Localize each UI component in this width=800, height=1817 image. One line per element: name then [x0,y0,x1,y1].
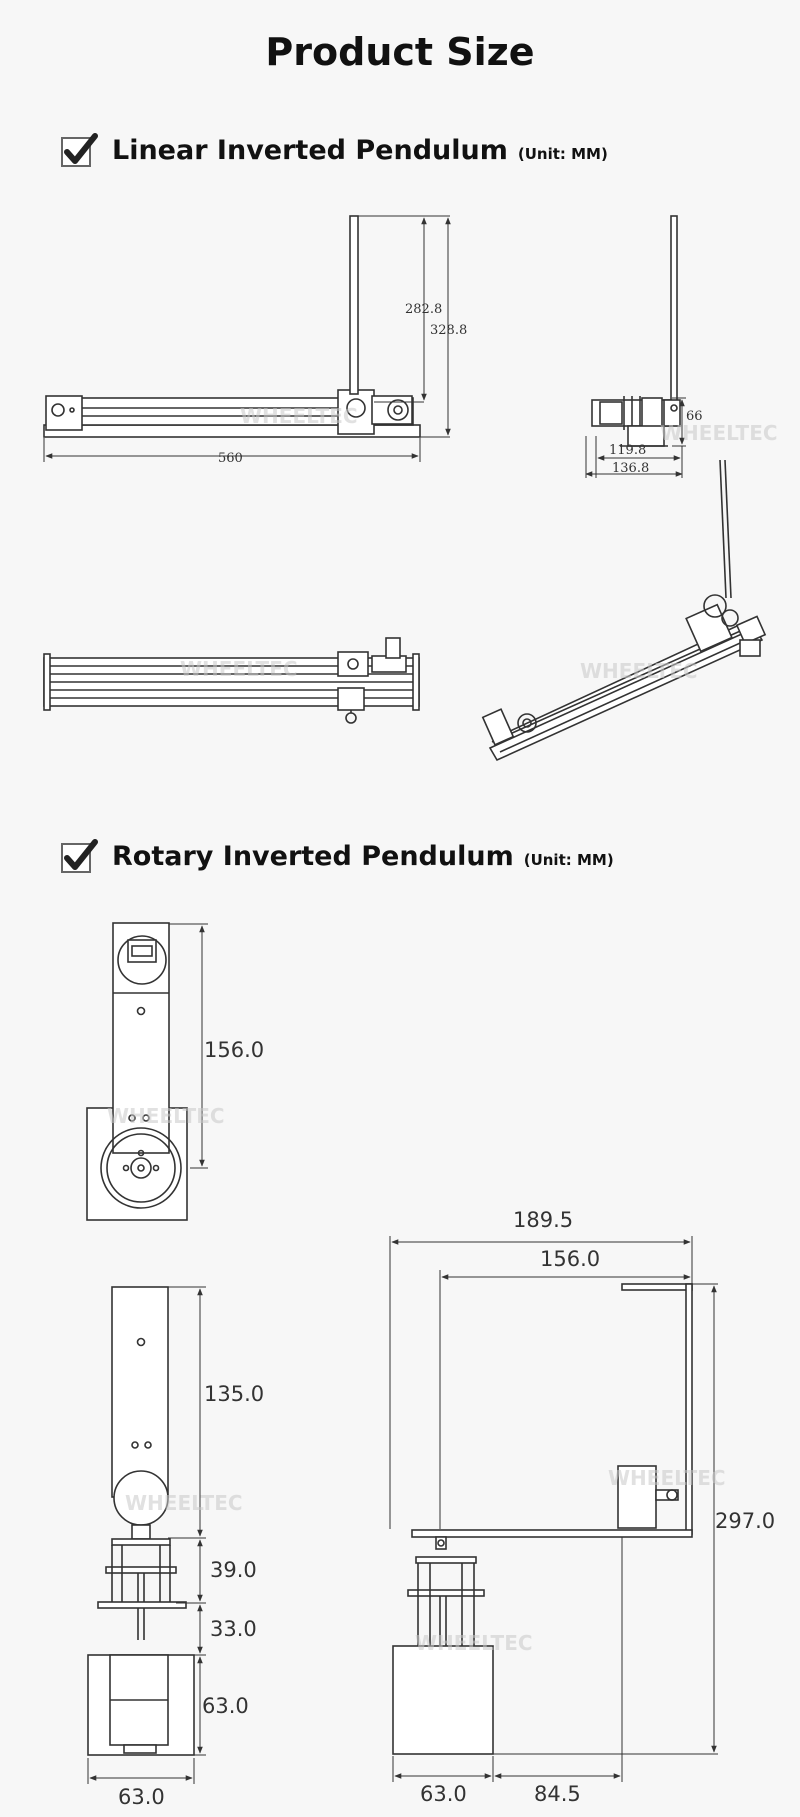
dim-length: 560 [218,451,243,466]
rotary-side-view [392,1283,693,1755]
watermark-logo: WHEELTEC WHEELTEC WHEELTEC WHEELTEC WHEE… [107,404,778,1655]
linear-side-view [591,215,681,447]
linear-section-title: Linear Inverted Pendulum [112,135,508,166]
dim-side-outer: 136.8 [612,461,649,476]
svg-text:WHEELTEC: WHEELTEC [125,1491,243,1515]
rotary-side-dimensions [389,1236,718,1782]
dim-side-inner: 119.8 [609,443,646,458]
svg-text:WHEELTEC: WHEELTEC [415,1631,533,1655]
rotary-section-heading: Rotary Inverted Pendulum (Unit: MM) [60,838,614,873]
rotary-front-dimensions [87,1286,206,1784]
dim-total-height: 328.8 [430,323,467,338]
dim-spacer: 33.0 [210,1617,257,1641]
dim-overall-width: 189.5 [513,1208,573,1232]
svg-text:WHEELTEC: WHEELTEC [240,404,358,428]
rotary-top-view [86,922,188,1221]
linear-section-heading: Linear Inverted Pendulum (Unit: MM) [60,132,608,167]
rotary-front-view [87,1286,195,1756]
dim-overall-height: 297.0 [715,1509,775,1533]
svg-text:WHEELTEC: WHEELTEC [180,657,298,681]
page-title: Product Size [265,30,535,74]
checkbox-check-icon [60,838,98,873]
svg-text:WHEELTEC: WHEELTEC [608,1466,726,1490]
dim-mount: 39.0 [210,1558,257,1582]
dim-base-w2: 63.0 [420,1782,467,1806]
linear-top-view [43,637,420,724]
rotary-top-dimensions [169,923,208,1169]
dim-motor: 63.0 [202,1694,249,1718]
linear-isometric-view [481,459,767,762]
dim-base-width: 63.0 [118,1785,165,1809]
dim-offset: 84.5 [534,1782,581,1806]
rotary-unit-label: (Unit: MM) [523,851,614,869]
svg-text:WHEELTEC: WHEELTEC [660,421,778,445]
linear-front-dimensions [43,215,451,462]
svg-text:WHEELTEC: WHEELTEC [107,1104,225,1128]
dim-arm-top: 156.0 [204,1038,264,1062]
rotary-section-title: Rotary Inverted Pendulum [112,841,514,872]
dim-arm-front: 135.0 [204,1382,264,1406]
linear-unit-label: (Unit: MM) [517,145,608,163]
checkbox-check-icon [60,132,98,167]
dim-rod-length: 282.8 [405,302,442,317]
dim-side-height: 66 [686,409,703,424]
linear-side-dimensions [585,397,686,478]
dim-arm-reach: 156.0 [540,1247,600,1271]
svg-text:WHEELTEC: WHEELTEC [580,659,698,683]
linear-front-view [43,215,421,438]
